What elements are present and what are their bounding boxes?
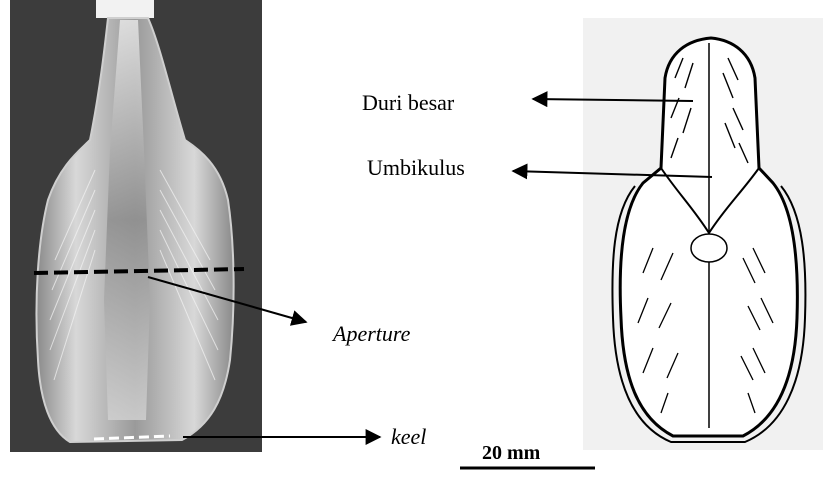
aperture-arrow: [148, 277, 306, 322]
duri-besar-label: Duri besar: [362, 92, 454, 114]
aperture-dashed-line: [34, 269, 244, 273]
scale-label: 20 mm: [482, 443, 540, 463]
duri-besar-arrow: [533, 99, 693, 101]
umbikulus-arrow: [513, 171, 712, 177]
keel-dashed-line: [94, 436, 170, 439]
umbikulus-label: Umbikulus: [367, 157, 465, 179]
aperture-label: Aperture: [333, 323, 410, 345]
keel-label: keel: [391, 426, 426, 448]
